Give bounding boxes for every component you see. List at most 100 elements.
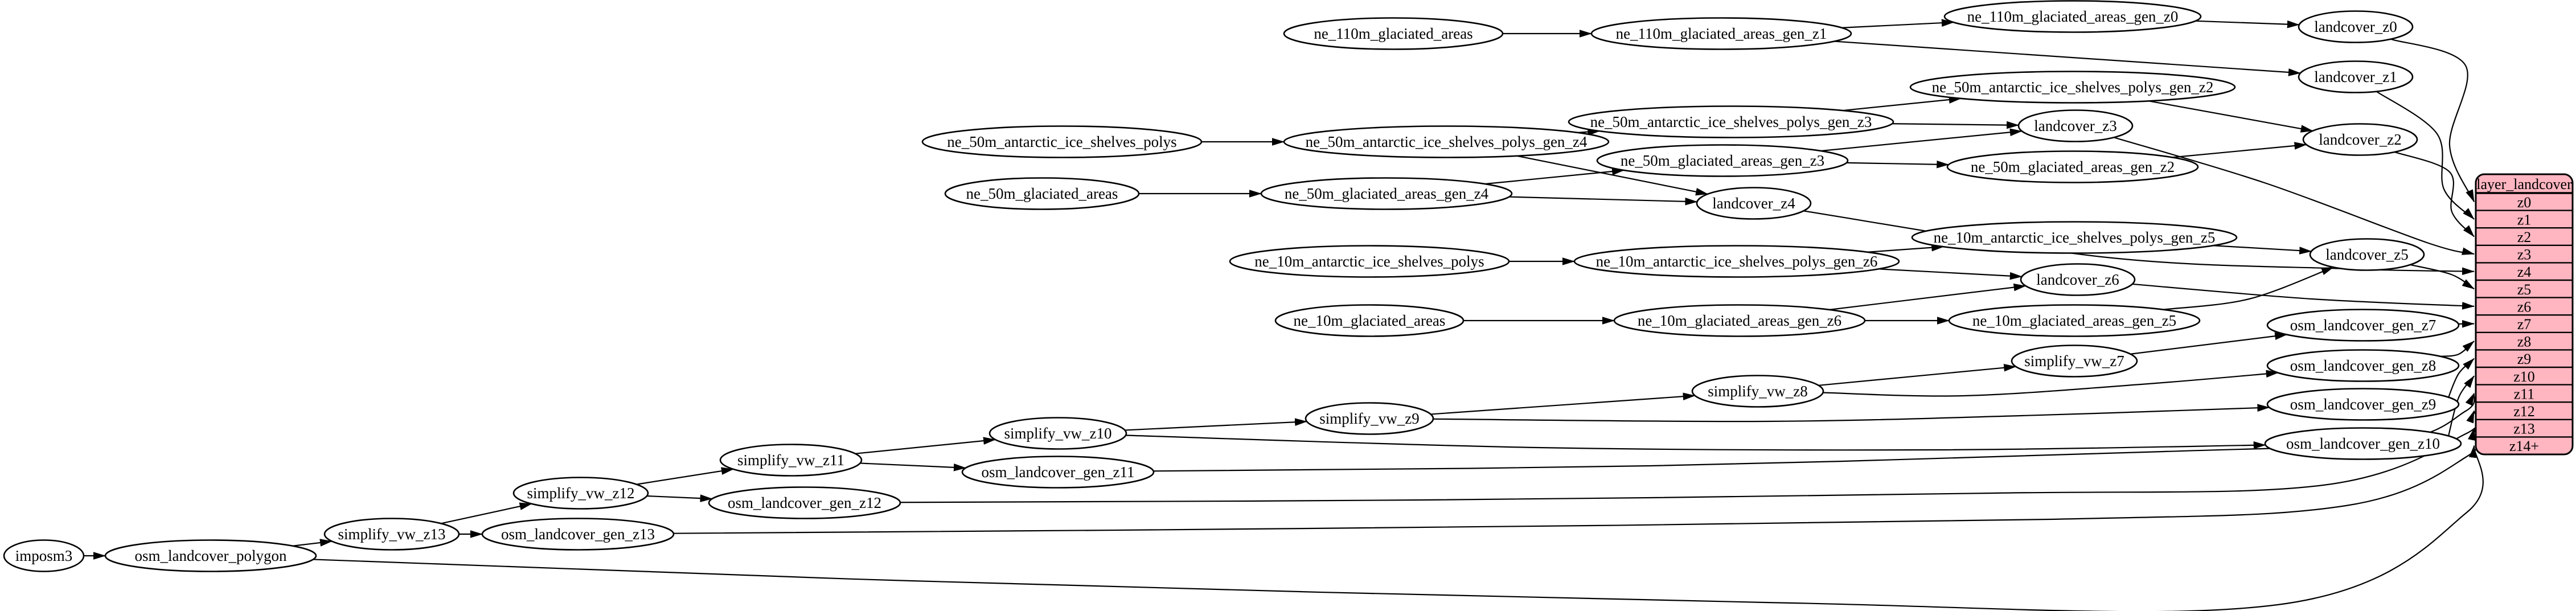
- node-label: ne_110m_glaciated_areas_gen_z1: [1616, 25, 1827, 42]
- edge-ne_10m_antarctic_ice_shelves_polys_gen_z6-to-ne_10m_antarctic_ice_shelves_polys_gen_z5: [1867, 243, 1945, 253]
- node-label: osm_landcover_gen_z10: [2286, 435, 2440, 452]
- edge-simplify_vw_z11-to-osm_landcover_gen_z11: [860, 462, 966, 471]
- edge-simplify_vw_z9-to-osm_landcover_gen_z9: [1433, 404, 2270, 423]
- node-label: ne_50m_glaciated_areas_gen_z2: [1971, 158, 2175, 175]
- node-ellipse: [1691, 375, 1824, 408]
- node-label: ne_10m_glaciated_areas: [1294, 312, 1446, 329]
- edge-landcover_z0-to-layer_landcover-z0: [2390, 38, 2475, 203]
- edge-simplify_vw_z12-to-osm_landcover_gen_z12: [646, 494, 713, 502]
- node-osm_landcover_gen_z9: osm_landcover_gen_z9: [2266, 388, 2460, 421]
- node-label: simplify_vw_z9: [1319, 410, 1420, 427]
- edge-ne_10m_glaciated_areas_gen_z6-to-landcover_z6: [1829, 283, 2027, 310]
- node-label: simplify_vw_z8: [1708, 383, 1808, 400]
- edge-osm_landcover_polygon-to-simplify_vw_z13: [293, 539, 333, 547]
- node-label: simplify_vw_z10: [1004, 425, 1112, 442]
- node-label: landcover_z1: [2314, 68, 2397, 85]
- node-ellipse: [1943, 0, 2202, 33]
- edge-landcover_z4-to-layer_landcover-z4: [1803, 210, 2475, 276]
- table-row-z2: z2: [2517, 229, 2532, 245]
- node-ellipse: [1590, 17, 1852, 50]
- node-landcover_z1: landcover_z1: [2298, 60, 2414, 93]
- node-label: osm_landcover_polygon: [135, 547, 287, 564]
- edge-ne_50m_antarctic_ice_shelves_polys_gen_z3-to-landcover_z3: [1892, 121, 2020, 129]
- node-ne_10m_glaciated_areas: ne_10m_glaciated_areas: [1274, 304, 1465, 337]
- node-label: landcover_z5: [2325, 246, 2408, 263]
- edge-ne_50m_glaciated_areas_gen_z3-to-ne_50m_glaciated_areas_gen_z2: [1846, 160, 1950, 169]
- node-ellipse: [1568, 105, 1894, 138]
- node-ellipse: [1260, 177, 1513, 210]
- node-label: ne_50m_glaciated_areas_gen_z3: [1621, 152, 1824, 169]
- node-ellipse: [104, 539, 317, 572]
- node-ellipse: [512, 477, 649, 510]
- node-ellipse: [1909, 71, 2236, 104]
- node-ellipse: [481, 518, 675, 551]
- node-ne_10m_antarctic_ice_shelves_polys_gen_z5: ne_10m_antarctic_ice_shelves_polys_gen_z…: [1911, 221, 2238, 254]
- table-row-z4: z4: [2517, 264, 2532, 280]
- edge-osm_landcover_gen_z8-to-layer_landcover-z8: [2440, 341, 2475, 357]
- node-ne_50m_antarctic_ice_shelves_polys: ne_50m_antarctic_ice_shelves_polys: [921, 125, 1203, 158]
- node-ellipse: [2266, 388, 2460, 421]
- table-row-z9: z9: [2517, 351, 2532, 367]
- node-osm_landcover_gen_z12: osm_landcover_gen_z12: [708, 486, 901, 519]
- node-ne_50m_glaciated_areas: ne_50m_glaciated_areas: [944, 177, 1140, 210]
- node-ellipse: [1613, 304, 1866, 337]
- node-ellipse: [921, 125, 1203, 158]
- node-label: simplify_vw_z13: [338, 526, 446, 543]
- node-ellipse: [1948, 304, 2201, 337]
- node-ellipse: [1283, 125, 1610, 158]
- node-landcover_z3: landcover_z3: [2017, 109, 2134, 142]
- node-ne_110m_glaciated_areas_gen_z0: ne_110m_glaciated_areas_gen_z0: [1943, 0, 2202, 33]
- table-row-z5: z5: [2517, 281, 2532, 298]
- edge-ne_50m_glaciated_areas_gen_z4-to-landcover_z4: [1509, 196, 1698, 206]
- node-label: osm_landcover_gen_z8: [2290, 357, 2436, 374]
- node-ne_50m_glaciated_areas_gen_z4: ne_50m_glaciated_areas_gen_z4: [1260, 177, 1513, 210]
- node-ellipse: [3, 539, 85, 572]
- table-row-z12: z12: [2513, 403, 2535, 420]
- node-ellipse: [708, 486, 901, 519]
- node-simplify_vw_z12: simplify_vw_z12: [512, 477, 649, 510]
- node-osm_landcover_gen_z13: osm_landcover_gen_z13: [481, 518, 675, 551]
- layer-table-title: layer_landcover: [2476, 176, 2572, 192]
- node-label: ne_10m_antarctic_ice_shelves_polys: [1254, 253, 1484, 270]
- node-ellipse: [1596, 144, 1849, 177]
- node-label: landcover_z3: [2034, 117, 2116, 134]
- node-label: ne_110m_glaciated_areas: [1314, 25, 1472, 42]
- node-simplify_vw_z7: simplify_vw_z7: [2011, 345, 2138, 378]
- table-row-z11: z11: [2514, 386, 2535, 402]
- table-row-z8: z8: [2517, 334, 2532, 350]
- node-label: simplify_vw_z11: [737, 452, 844, 469]
- node-label: ne_110m_glaciated_areas_gen_z0: [1967, 8, 2179, 25]
- node-ellipse: [1911, 221, 2238, 254]
- node-ne_50m_glaciated_areas_gen_z2: ne_50m_glaciated_areas_gen_z2: [1946, 150, 2199, 183]
- node-ne_10m_glaciated_areas_gen_z5: ne_10m_glaciated_areas_gen_z5: [1948, 304, 2201, 337]
- node-label: ne_50m_antarctic_ice_shelves_polys_gen_z…: [1590, 113, 1872, 130]
- edge-landcover_z5-to-layer_landcover-z5: [2410, 264, 2475, 290]
- edge-ne_50m_glaciated_areas_gen_z4-to-ne_50m_glaciated_areas_gen_z3: [1484, 167, 1625, 185]
- node-label: ne_10m_antarctic_ice_shelves_polys_gen_z…: [1596, 253, 1878, 270]
- table-row-z14+: z14+: [2509, 438, 2539, 454]
- node-ellipse: [2266, 349, 2460, 382]
- node-label: ne_10m_glaciated_areas_gen_z5: [1972, 312, 2176, 329]
- node-ne_10m_antarctic_ice_shelves_polys: ne_10m_antarctic_ice_shelves_polys: [1229, 245, 1510, 278]
- node-ellipse: [2020, 263, 2136, 296]
- edge-ne_50m_antarctic_ice_shelves_polys_gen_z3-to-ne_50m_antarctic_ice_shelves_polys_gen_z2: [1843, 96, 1962, 112]
- node-label: ne_50m_glaciated_areas: [966, 185, 1118, 202]
- node-ellipse: [2011, 345, 2138, 378]
- edge-simplify_vw_z8-to-osm_landcover_gen_z8: [1823, 370, 2279, 397]
- node-landcover_z0: landcover_z0: [2298, 10, 2414, 43]
- table-row-z1: z1: [2517, 211, 2532, 228]
- edge-simplify_vw_z7-to-osm_landcover_gen_z7: [2130, 332, 2288, 355]
- node-ne_50m_antarctic_ice_shelves_polys_gen_z2: ne_50m_antarctic_ice_shelves_polys_gen_z…: [1909, 71, 2236, 104]
- node-osm_landcover_gen_z8: osm_landcover_gen_z8: [2266, 349, 2460, 382]
- node-ellipse: [1573, 245, 1900, 278]
- edge-ne_110m_glaciated_areas_gen_z1-to-landcover_z1: [1834, 40, 2301, 76]
- edge-ne_110m_glaciated_areas_gen_z0-to-landcover_z0: [2195, 20, 2300, 28]
- node-simplify_vw_z11: simplify_vw_z11: [719, 444, 863, 477]
- node-osm_landcover_gen_z11: osm_landcover_gen_z11: [961, 456, 1155, 489]
- edge-ne_10m_glaciated_areas_gen_z5-to-landcover_z5: [2163, 266, 2334, 310]
- node-label: osm_landcover_gen_z11: [982, 464, 1135, 481]
- edge-simplify_vw_z10-to-osm_landcover_gen_z10: [1125, 434, 2266, 451]
